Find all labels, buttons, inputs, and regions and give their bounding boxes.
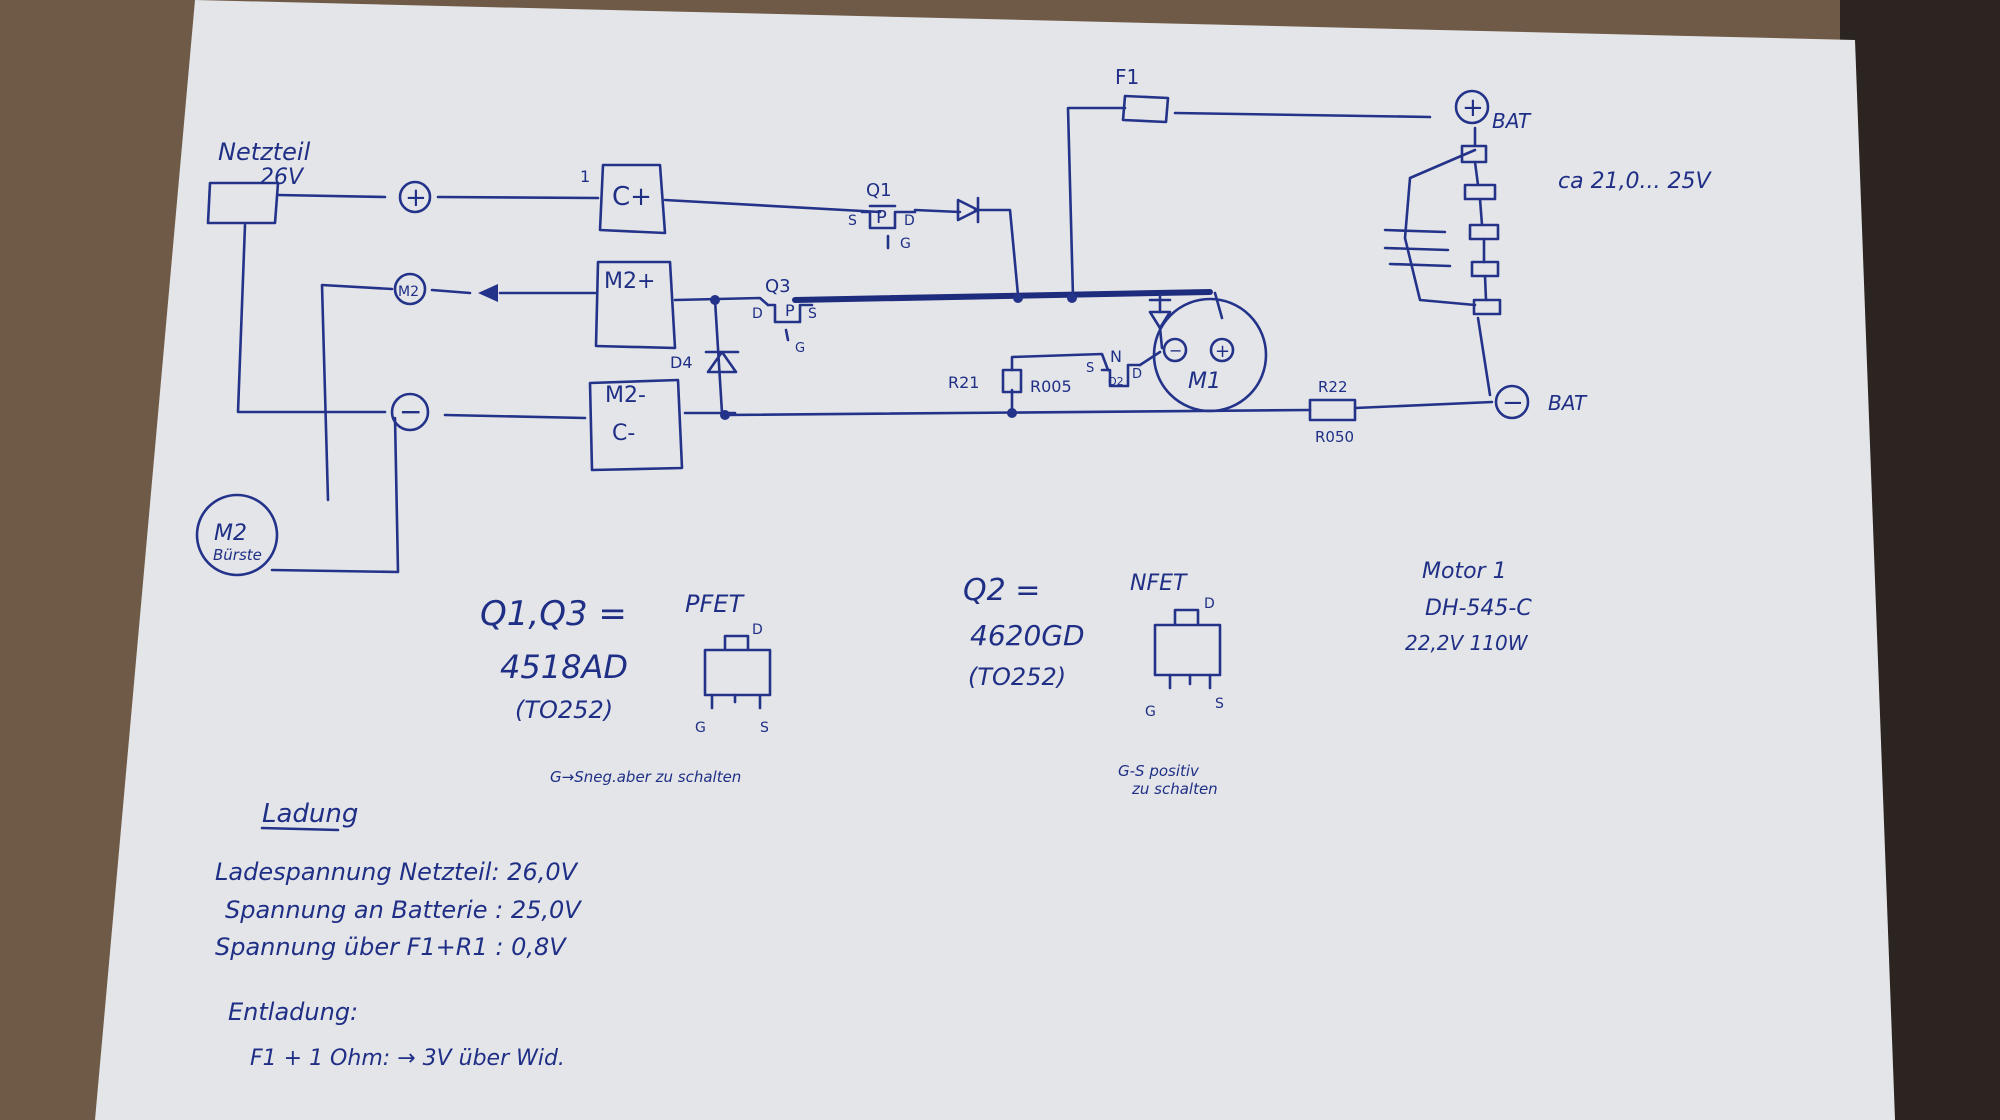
measurement-notes: Ladung Ladespannung Netzteil: 26,0V Span… <box>215 799 582 1071</box>
bat-plus-terminal: + BAT <box>1454 89 1532 133</box>
m2-terminal: M2 <box>393 272 498 306</box>
svg-text:(TO252): (TO252) <box>968 663 1066 691</box>
svg-text:PFET: PFET <box>685 590 745 618</box>
paper-sheet <box>95 0 1895 1120</box>
svg-text:Entladung:: Entladung: <box>228 998 358 1026</box>
svg-text:C-: C- <box>612 421 635 446</box>
svg-text:+: + <box>1462 93 1484 123</box>
svg-text:M2: M2 <box>398 284 419 300</box>
svg-text:Spannung an Batterie : 25,0V: Spannung an Batterie : 25,0V <box>225 896 582 924</box>
svg-text:Ladung: Ladung <box>262 799 358 829</box>
svg-text:G-S positiv: G-S positiv <box>1118 762 1200 780</box>
svg-text:Spannung über F1+R1 : 0,8V: Spannung über F1+R1 : 0,8V <box>215 933 567 961</box>
q3-mosfet: Q3 D P S G <box>752 276 817 356</box>
svg-text:+: + <box>1215 341 1230 362</box>
svg-text:26V: 26V <box>260 165 305 190</box>
r21-resistor: R21 R005 <box>948 368 1072 396</box>
svg-text:(TO252): (TO252) <box>515 696 613 724</box>
svg-text:Motor 1: Motor 1 <box>1422 559 1507 584</box>
m1-motor: − + M1 <box>1152 297 1268 413</box>
svg-text:R21: R21 <box>948 373 979 392</box>
svg-text:F1: F1 <box>1115 65 1139 89</box>
svg-text:C+: C+ <box>612 182 652 212</box>
plus-terminal: + <box>398 180 432 214</box>
nfet-notes: Q2 = 4620GD (TO252) NFET D G S G-S posit… <box>963 571 1224 798</box>
svg-text:BAT: BAT <box>1548 391 1588 415</box>
svg-text:1: 1 <box>580 167 590 186</box>
svg-text:S: S <box>808 306 817 322</box>
svg-text:R050: R050 <box>1315 428 1354 446</box>
svg-text:ca 21,0... 25V: ca 21,0... 25V <box>1558 169 1713 194</box>
svg-text:R22: R22 <box>1318 378 1348 396</box>
svg-text:Q2: Q2 <box>1108 375 1124 388</box>
minus-terminal: − <box>390 392 430 432</box>
svg-text:22,2V 110W: 22,2V 110W <box>1405 631 1529 655</box>
m2-buerste-motor: M2 Bürste <box>195 493 279 577</box>
svg-text:P: P <box>785 301 795 320</box>
m2-plus-block: M2+ <box>594 260 677 350</box>
f1-fuse: F1 <box>1115 65 1170 124</box>
svg-text:4620GD: 4620GD <box>970 619 1085 652</box>
wires <box>236 106 1494 574</box>
svg-text:D4: D4 <box>670 353 693 372</box>
junction-dots <box>710 293 1077 420</box>
svg-text:−: − <box>1169 341 1182 360</box>
svg-text:M2: M2 <box>214 521 247 546</box>
svg-text:BAT: BAT <box>1492 109 1532 133</box>
svg-text:N: N <box>1110 347 1122 366</box>
m2-minus-c-minus-block: M2- C- <box>588 378 684 472</box>
svg-text:Bürste: Bürste <box>213 546 262 564</box>
svg-text:G: G <box>795 341 805 356</box>
svg-text:Netzteil: Netzteil <box>218 138 311 166</box>
svg-text:+: + <box>405 183 427 213</box>
svg-text:Ladespannung Netzteil: 26,0V: Ladespannung Netzteil: 26,0V <box>215 858 579 886</box>
r22-resistor: R22 R050 <box>1308 378 1357 446</box>
svg-text:G: G <box>900 236 911 252</box>
svg-text:Q1: Q1 <box>866 180 892 201</box>
motor-notes: Motor 1 DH-545-C 22,2V 110W <box>1405 559 1532 655</box>
svg-text:R005: R005 <box>1030 377 1072 396</box>
svg-text:P: P <box>876 207 887 228</box>
battery-stack: ca 21,0... 25V <box>1383 144 1713 316</box>
c-plus-block: 1 C+ <box>580 163 667 235</box>
svg-text:D: D <box>752 306 763 322</box>
svg-text:Q1,Q3 =: Q1,Q3 = <box>480 594 627 634</box>
svg-text:−: − <box>399 395 422 428</box>
svg-text:S: S <box>760 720 769 736</box>
svg-text:D: D <box>1132 367 1142 382</box>
svg-text:G→Sneg.aber zu schalten: G→Sneg.aber zu schalten <box>550 768 741 786</box>
svg-text:M1: M1 <box>1188 369 1221 394</box>
pfet-notes: Q1,Q3 = 4518AD (TO252) PFET D G S G→Sneg… <box>480 590 772 786</box>
d4-diode: D4 <box>670 350 740 374</box>
svg-text:M2+: M2+ <box>604 269 655 294</box>
svg-text:S: S <box>1215 696 1224 712</box>
bat-minus-terminal: − BAT <box>1494 384 1588 420</box>
svg-text:F1 + 1 Ohm: → 3V über Wid.: F1 + 1 Ohm: → 3V über Wid. <box>250 1046 565 1071</box>
svg-text:NFET: NFET <box>1130 571 1188 596</box>
svg-text:Q3: Q3 <box>765 276 791 297</box>
svg-text:M2-: M2- <box>605 383 646 408</box>
svg-text:D: D <box>904 213 915 229</box>
svg-text:−: − <box>1502 388 1524 418</box>
svg-text:DH-545-C: DH-545-C <box>1425 596 1532 621</box>
svg-text:S: S <box>848 213 857 229</box>
svg-text:zu schalten: zu schalten <box>1131 780 1218 798</box>
svg-text:4518AD: 4518AD <box>500 648 628 686</box>
svg-text:G: G <box>1145 704 1156 720</box>
q1-mosfet: Q1 S P D G <box>848 180 917 252</box>
svg-text:D: D <box>752 622 763 638</box>
svg-text:S: S <box>1086 361 1094 376</box>
svg-text:Q2 =: Q2 = <box>963 573 1040 608</box>
diode-q1 <box>956 196 980 224</box>
netzteil-block: Netzteil 26V <box>206 138 311 225</box>
q2-mosfet: N S D Q2 <box>1086 347 1142 388</box>
svg-text:D: D <box>1204 596 1215 612</box>
svg-text:G: G <box>695 720 706 736</box>
